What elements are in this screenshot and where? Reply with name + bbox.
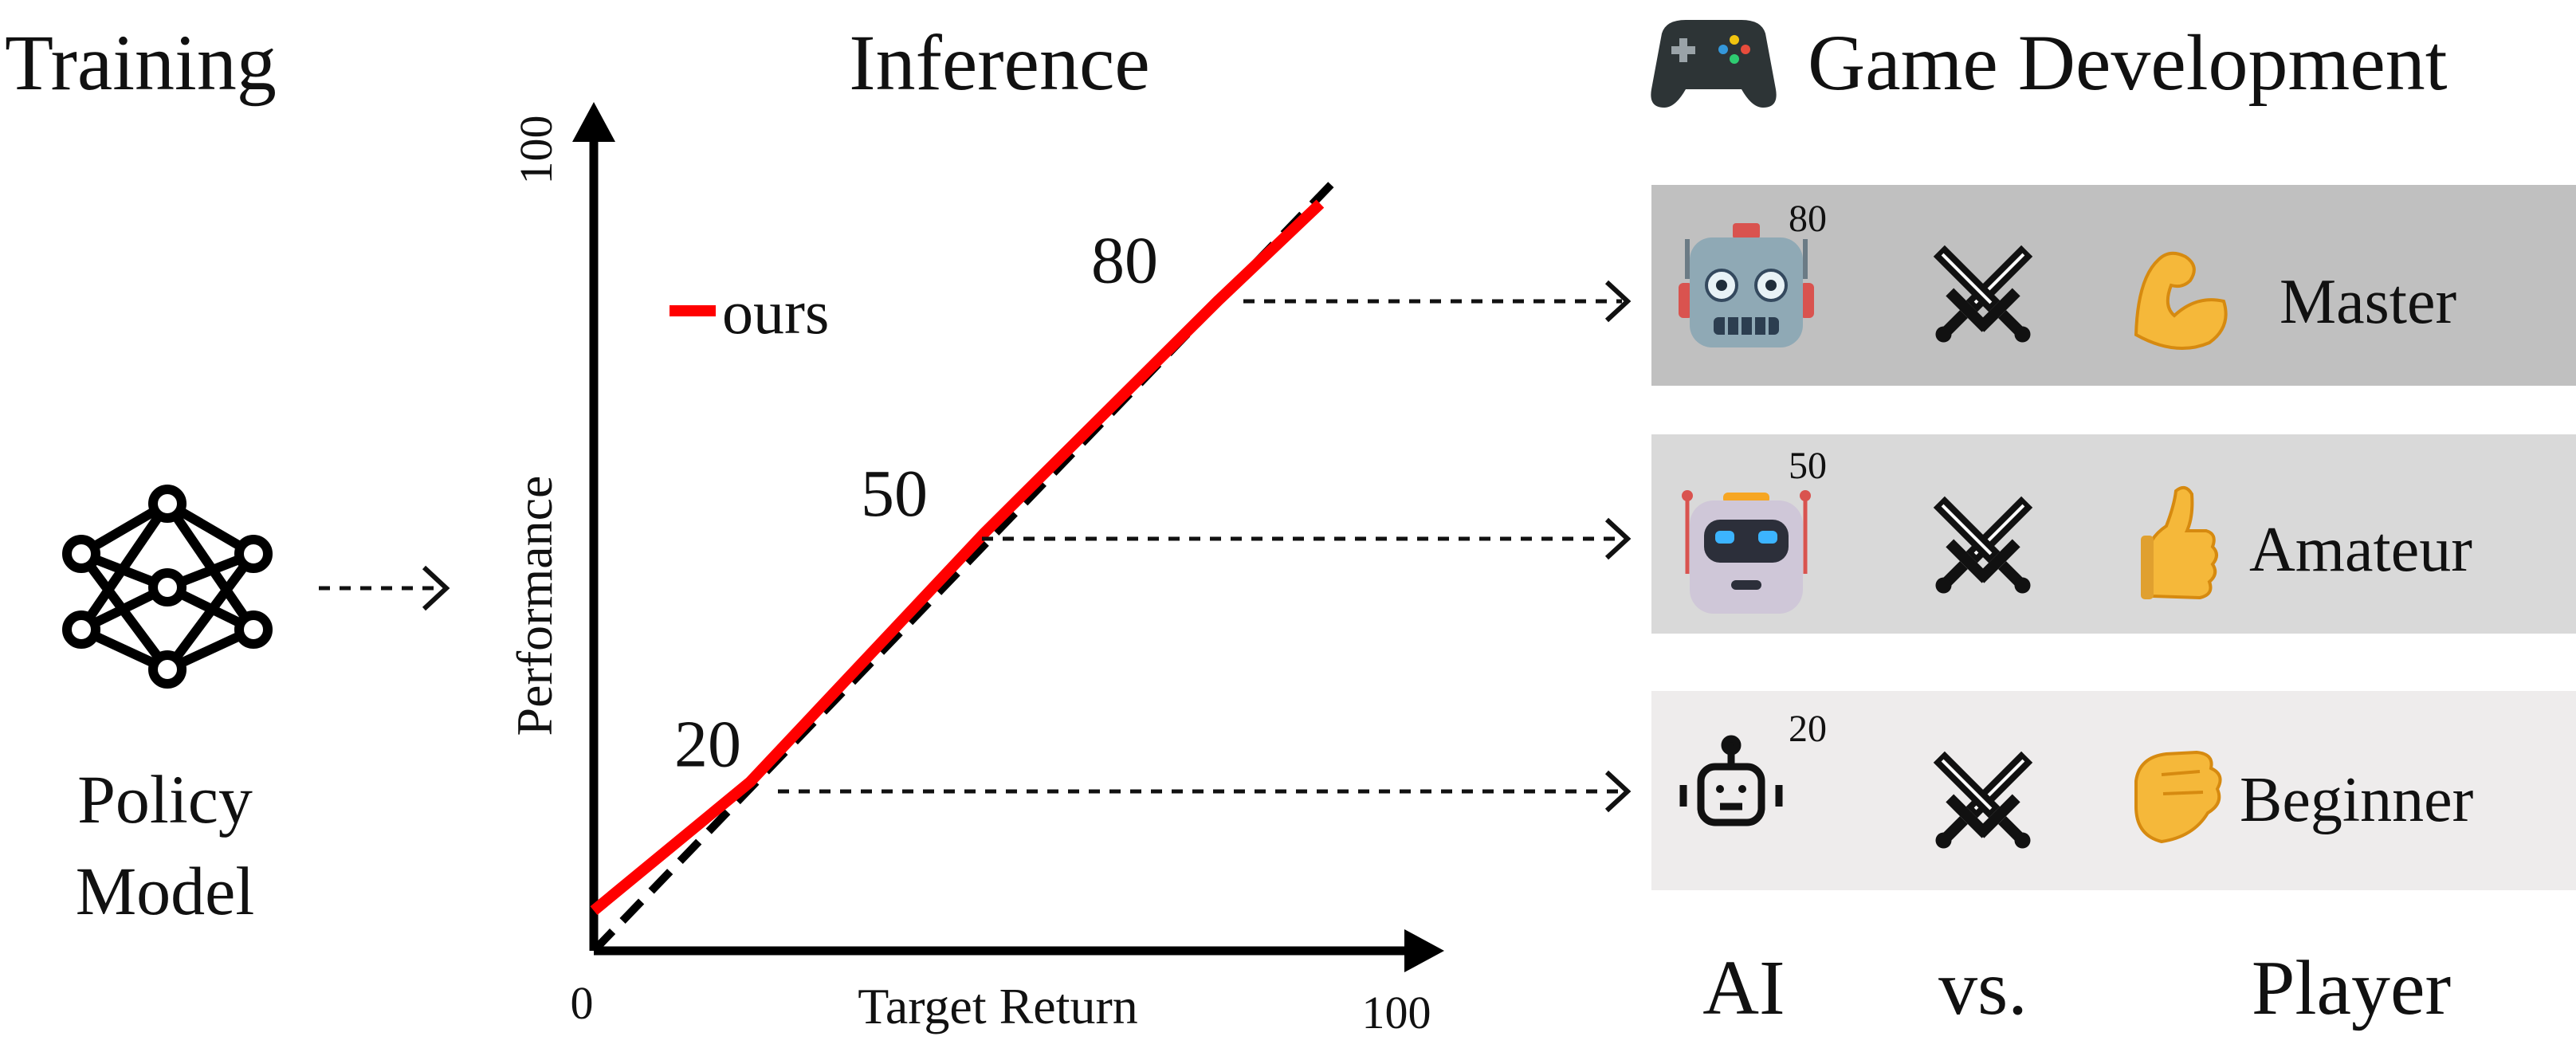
robot-face-icon xyxy=(1679,223,1814,347)
chart-legend: ours xyxy=(670,277,829,347)
footer-player: Player xyxy=(2252,945,2451,1031)
point-label-80: 80 xyxy=(1091,224,1158,298)
row-amateur: 50 Amateur xyxy=(1651,434,2576,634)
section-title-game: Game Development xyxy=(1808,18,2448,107)
level-badge-50: 50 xyxy=(1789,445,1827,487)
flexed-biceps-icon xyxy=(2134,251,2228,351)
chart-plot-area: 20 50 80 xyxy=(590,176,1339,954)
player-level-master: Master xyxy=(2280,267,2456,337)
level-badge-80: 80 xyxy=(1789,198,1827,240)
x-axis-label: Target Return xyxy=(858,978,1138,1034)
x-tick-100: 100 xyxy=(1362,987,1431,1038)
footer-vs: vs. xyxy=(1938,945,2028,1031)
x-tick-0: 0 xyxy=(571,977,594,1029)
row-beginner: 20 Beginner xyxy=(1651,691,2576,890)
neural-network-icon xyxy=(62,485,273,689)
point-label-20: 20 xyxy=(674,707,741,781)
y-axis-label: Performance xyxy=(506,476,563,736)
legend-label-ours: ours xyxy=(722,277,829,347)
series-ours-line xyxy=(590,199,1325,916)
arrow-training-to-inference xyxy=(319,565,450,611)
chart-axes xyxy=(572,102,1444,972)
policy-label-line2: Model xyxy=(76,853,255,929)
section-title-inference: Inference xyxy=(849,18,1149,107)
connector-20 xyxy=(778,770,1632,813)
row-master: 80 Master xyxy=(1651,185,2576,386)
point-label-50: 50 xyxy=(861,457,928,531)
row-beginner-bg xyxy=(1651,691,2576,890)
level-badge-20: 20 xyxy=(1789,708,1827,750)
robot-cute-icon xyxy=(1682,490,1811,614)
gamepad-icon xyxy=(1651,20,1777,108)
footer-ai: AI xyxy=(1702,945,1785,1031)
player-level-amateur: Amateur xyxy=(2249,515,2472,585)
thumbs-up-icon xyxy=(2141,485,2218,600)
bot-outline-icon xyxy=(1679,735,1783,826)
section-title-training: Training xyxy=(5,18,277,107)
player-level-beginner: Beginner xyxy=(2240,765,2473,835)
connector-50 xyxy=(982,517,1632,560)
policy-label-line1: Policy xyxy=(77,761,253,838)
connector-80 xyxy=(1243,280,1632,323)
y-tick-100: 100 xyxy=(510,116,562,185)
fist-icon xyxy=(2134,750,2222,844)
